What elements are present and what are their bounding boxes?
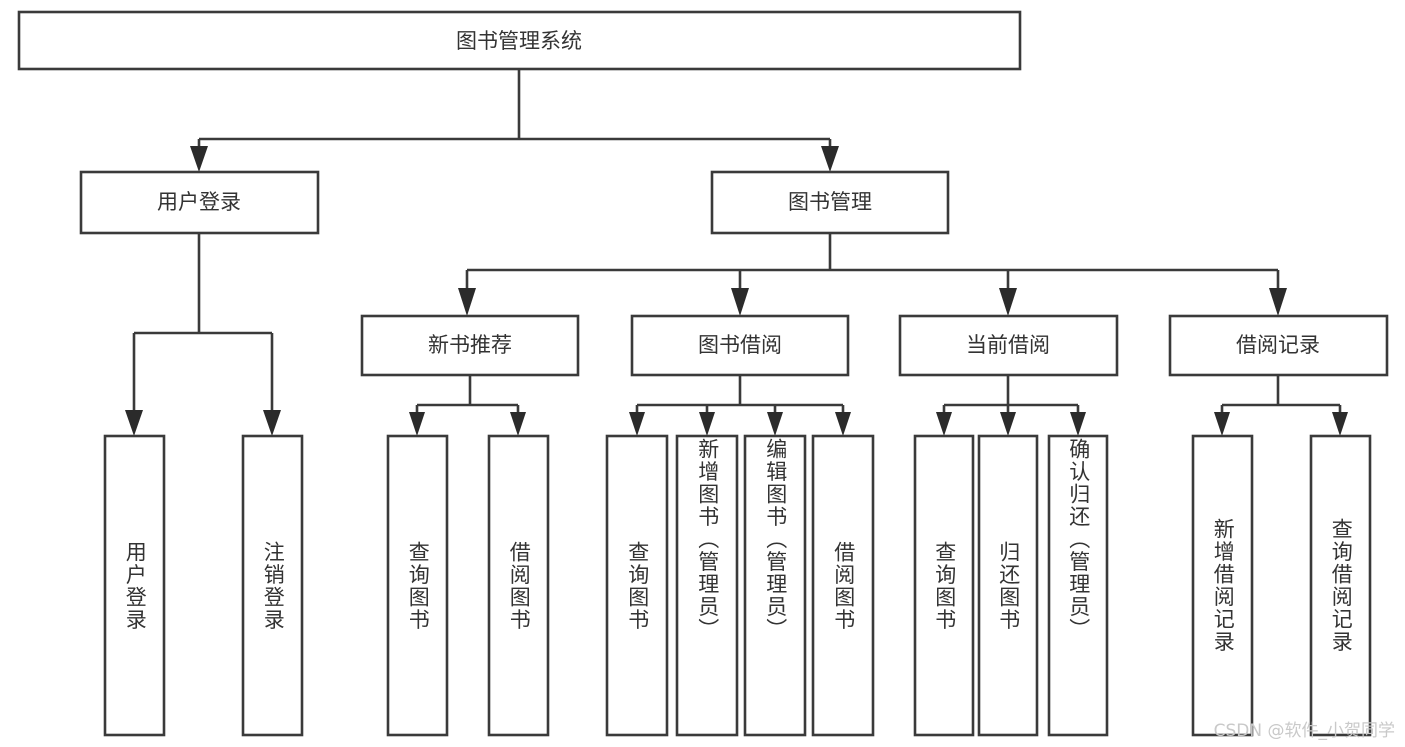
leaf-book-borrow-edit-box[interactable] (743, 434, 807, 737)
leaf-book-borrow-query-box[interactable] (605, 434, 669, 737)
node-current-borrow-label: 当前借阅 (966, 333, 1050, 357)
leaf-current-borrow-return-label-wrap: 归还图书 (996, 540, 1021, 631)
leaf-book-borrow-edit-label: 编辑图书（管理员） (763, 438, 788, 641)
leaf-user-login-logout-box[interactable] (241, 434, 304, 737)
leaf-borrow-record-query-label-wrap: 查询借阅记录 (1329, 518, 1354, 653)
arrow-head-user-login (190, 146, 208, 172)
arrow-head-cb-leaf-3 (1070, 412, 1086, 436)
node-borrow-record[interactable]: 借阅记录 (1168, 314, 1389, 377)
leaf-user-login-logout-label-wrap: 注销登录 (261, 540, 286, 631)
arrow-head-bb-leaf-1 (629, 412, 645, 436)
leaf-book-borrow-query[interactable]: 查询图书 (605, 434, 669, 737)
leaf-new-book-query-label: 查询图书 (406, 540, 431, 631)
arrow-head-nb-leaf-2 (510, 412, 526, 436)
node-new-book-recommend-box[interactable] (360, 314, 580, 377)
leaf-current-borrow-confirm-box[interactable] (1047, 434, 1109, 737)
arrow-head-nb-leaf-1 (409, 412, 425, 436)
leaf-new-book-query[interactable]: 查询图书 (386, 434, 449, 737)
leaf-current-borrow-return-label: 归还图书 (996, 540, 1021, 631)
leaf-book-borrow-query-label: 查询图书 (625, 540, 650, 631)
node-book-borrow[interactable]: 图书借阅 (630, 314, 850, 377)
leaf-current-borrow-query-label-wrap: 查询图书 (932, 540, 957, 631)
leaf-borrow-record-query[interactable]: 查询借阅记录 (1309, 434, 1372, 737)
leaf-current-borrow-query-label: 查询图书 (932, 540, 957, 631)
arrow-head-leaf-user-login (125, 410, 143, 436)
arrow-head-new-book (458, 288, 476, 316)
leaf-borrow-record-add[interactable]: 新增借阅记录 (1191, 434, 1254, 737)
arrow-head-br-leaf-1 (1214, 412, 1230, 436)
leaf-book-borrow-add-label: 新增图书（管理员） (695, 438, 720, 641)
leaf-book-borrow-edit-label-wrap: 编辑图书（管理员） (763, 438, 788, 641)
leaf-current-borrow-confirm-label-wrap: 确认归还（管理员） (1066, 438, 1091, 641)
leaf-current-borrow-confirm[interactable]: 确认归还（管理员） (1047, 434, 1109, 737)
leaf-new-book-borrow[interactable]: 借阅图书 (487, 434, 550, 737)
node-root[interactable]: 图书管理系统 (17, 10, 1022, 71)
node-current-borrow[interactable]: 当前借阅 (898, 314, 1119, 377)
leaf-current-borrow-confirm-label: 确认归还（管理员） (1066, 438, 1091, 641)
leaf-new-book-query-box[interactable] (386, 434, 449, 737)
leaf-new-book-borrow-label-wrap: 借阅图书 (507, 540, 532, 631)
arrow-head-bb-leaf-2 (699, 412, 715, 436)
arrow-head-book-borrow (731, 288, 749, 316)
leaf-borrow-record-query-label: 查询借阅记录 (1329, 518, 1354, 653)
arrow-head-cb-leaf-2 (1000, 412, 1016, 436)
leaf-user-login-logout-label: 注销登录 (261, 540, 286, 631)
node-borrow-record-label: 借阅记录 (1236, 333, 1320, 357)
leaf-book-borrow-query-label-wrap: 查询图书 (625, 540, 650, 631)
leaf-borrow-record-add-box[interactable] (1191, 434, 1254, 737)
node-book-manage[interactable]: 图书管理 (710, 170, 950, 235)
leaf-current-borrow-query-box[interactable] (913, 434, 975, 737)
node-book-borrow-label: 图书借阅 (698, 333, 782, 357)
leaf-new-book-query-label-wrap: 查询图书 (406, 540, 431, 631)
node-user-login-box[interactable] (79, 170, 320, 235)
leaf-user-login-logout[interactable]: 注销登录 (241, 434, 304, 737)
leaf-book-borrow-borrow-label: 借阅图书 (831, 540, 856, 631)
connector-layer (125, 70, 1348, 436)
node-current-borrow-box[interactable] (898, 314, 1119, 377)
leaf-book-borrow-borrow-label-wrap: 借阅图书 (831, 540, 856, 631)
arrow-head-cb-leaf-1 (936, 412, 952, 436)
node-new-book-recommend-label: 新书推荐 (428, 333, 512, 357)
leaf-book-borrow-add[interactable]: 新增图书（管理员） (675, 434, 739, 737)
leaf-book-borrow-add-label-wrap: 新增图书（管理员） (695, 438, 720, 641)
arrow-head-bb-leaf-3 (767, 412, 783, 436)
arrow-head-br-leaf-2 (1332, 412, 1348, 436)
arrow-head-bb-leaf-4 (835, 412, 851, 436)
arrow-head-current-borrow (999, 288, 1017, 316)
leaf-book-borrow-add-box[interactable] (675, 434, 739, 737)
leaf-new-book-borrow-label: 借阅图书 (507, 540, 532, 631)
leaf-user-login-login-label: 用户登录 (123, 540, 148, 631)
node-borrow-record-box[interactable] (1168, 314, 1389, 377)
leaf-borrow-record-add-label: 新增借阅记录 (1211, 518, 1236, 653)
node-user-login-label: 用户登录 (157, 190, 241, 214)
node-root-box[interactable] (17, 10, 1022, 71)
leaf-user-login-login-label-wrap: 用户登录 (123, 540, 148, 631)
node-new-book-recommend[interactable]: 新书推荐 (360, 314, 580, 377)
leaf-user-login-login-box[interactable] (103, 434, 166, 737)
node-root-label: 图书管理系统 (456, 29, 582, 53)
leaf-user-login-login[interactable]: 用户登录 (103, 434, 166, 737)
leaf-current-borrow-return-box[interactable] (977, 434, 1039, 737)
leaf-book-borrow-edit[interactable]: 编辑图书（管理员） (743, 434, 807, 737)
leaf-book-borrow-borrow-box[interactable] (811, 434, 875, 737)
leaf-current-borrow-return[interactable]: 归还图书 (977, 434, 1039, 737)
leaf-book-borrow-borrow[interactable]: 借阅图书 (811, 434, 875, 737)
arrow-head-book-manage (821, 146, 839, 172)
node-book-manage-label: 图书管理 (788, 190, 872, 214)
leaf-borrow-record-add-label-wrap: 新增借阅记录 (1211, 518, 1236, 653)
arrow-head-borrow-record (1269, 288, 1287, 316)
leaf-borrow-record-query-box[interactable] (1309, 434, 1372, 737)
node-book-manage-box[interactable] (710, 170, 950, 235)
node-user-login[interactable]: 用户登录 (79, 170, 320, 235)
node-book-borrow-box[interactable] (630, 314, 850, 377)
arrow-head-leaf-logout (263, 410, 281, 436)
leaf-new-book-borrow-box[interactable] (487, 434, 550, 737)
leaf-current-borrow-query[interactable]: 查询图书 (913, 434, 975, 737)
